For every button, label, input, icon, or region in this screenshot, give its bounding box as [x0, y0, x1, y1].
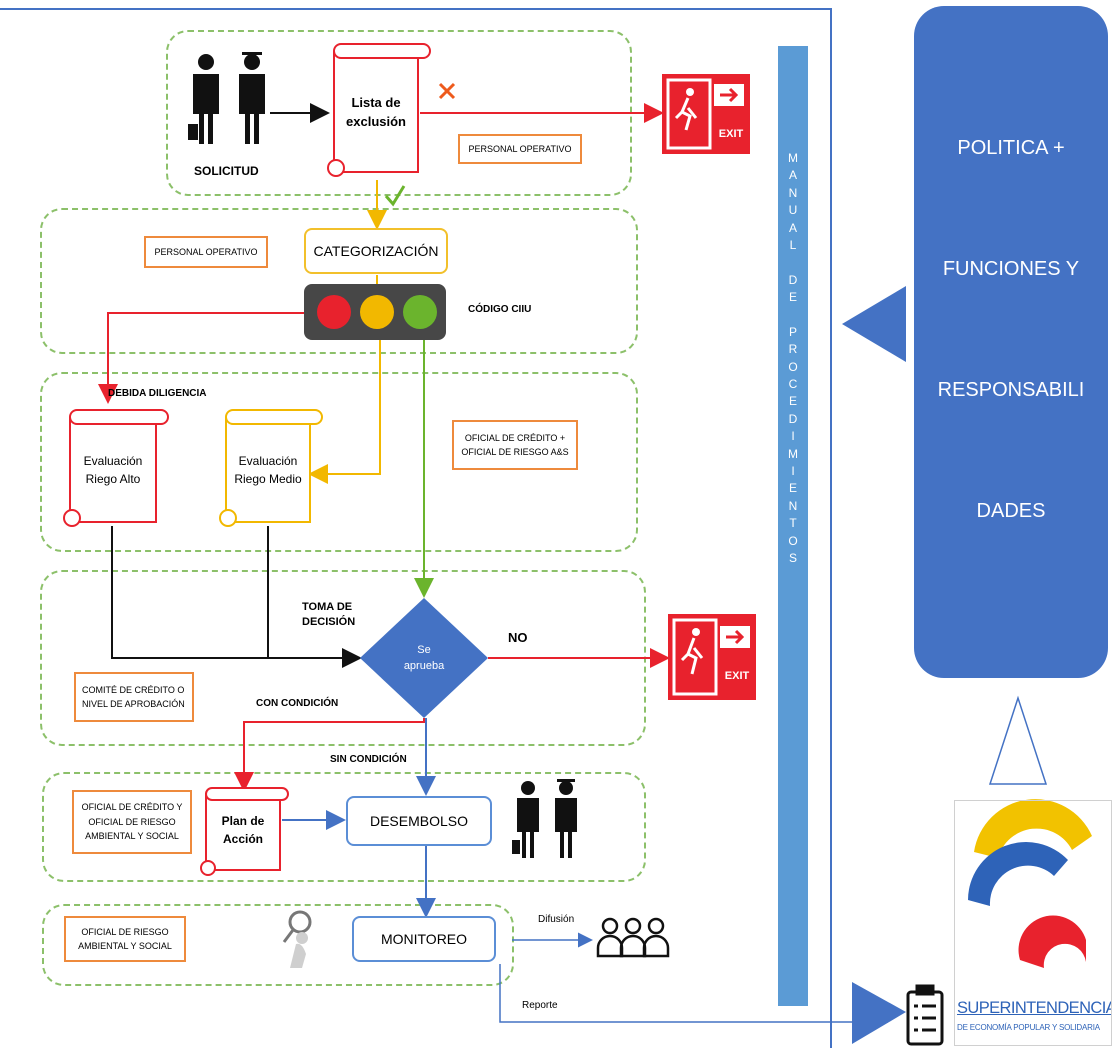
manual-letter: C: [788, 377, 798, 392]
approve-check-icon: [384, 185, 406, 207]
manual-letter: I: [791, 464, 795, 479]
manual-letter: I: [791, 429, 795, 444]
zone-desembolso: [42, 772, 646, 882]
exit-label-2: EXIT: [724, 670, 750, 682]
traffic-light: [304, 284, 446, 340]
manual-letter: O: [788, 359, 798, 374]
manual-letter: U: [788, 203, 798, 218]
group-icon: [596, 917, 670, 958]
monitoreo-box: MONITOREO: [352, 916, 496, 962]
sin-condicion-label: SIN CONDICIÓN: [330, 754, 407, 765]
arrow-up-triangle: [988, 695, 1048, 785]
manual-letter: N: [788, 498, 798, 513]
eval-medio-text: Evaluación Riego Medio: [234, 454, 302, 486]
se-aprueba-text: Se aprueba: [403, 643, 445, 673]
manual-letter: O: [788, 533, 798, 548]
manual-letter: P: [788, 324, 797, 339]
no-label: NO: [508, 630, 528, 645]
manual-letter: D: [788, 272, 798, 287]
con-condicion-label: CON CONDICIÓN: [256, 698, 339, 709]
scroll-eval-alto: [63, 409, 169, 527]
policy-line-3: RESPONSABILI: [937, 379, 1085, 401]
solicitud-label: SOLICITUD: [194, 164, 259, 178]
line-reporte: [499, 964, 888, 1023]
plan-accion-text: Plan de Acción: [221, 814, 265, 846]
reject-x-icon: [438, 82, 456, 100]
manual-letter: M: [788, 151, 798, 165]
policy-line-1: POLITICA +: [957, 137, 1065, 159]
role-personal-operativo-1: PERSONAL OPERATIVO: [458, 134, 582, 164]
desembolso-box: DESEMBOLSO: [346, 796, 492, 846]
role-oficial-credito-ambiental: OFICIAL DE CRÉDITO Y OFICIAL DE RIESGO A…: [72, 790, 192, 854]
exit-sign-icon-1: [662, 74, 750, 154]
categorizacion-box: CATEGORIZACIÓN: [304, 228, 448, 274]
zone-categorizacion: [40, 208, 638, 354]
manual-letter: R: [788, 342, 798, 357]
exit-label-1: EXIT: [718, 128, 744, 140]
logo-subtitle: DE ECONOMÍA POPULAR Y SOLIDARIA: [957, 1023, 1100, 1032]
scroll-eval-medio: [219, 409, 323, 527]
manual-letter: T: [789, 516, 797, 531]
people-icon-desembolso: [512, 779, 577, 858]
decision-diamond: [360, 598, 488, 718]
zone-debida-diligencia: [40, 372, 638, 552]
toma-decision-label: TOMA DE DECISIÓN: [302, 601, 356, 629]
policy-line-4: DADES: [976, 500, 1046, 522]
clipboard-icon: [906, 984, 944, 1046]
arrow-yellow-to-medio: [308, 340, 381, 484]
manual-letter: E: [788, 481, 797, 496]
arrow-red-to-alto: [98, 312, 334, 404]
policy-line-2: FUNCIONES Y: [942, 258, 1080, 280]
magnifier-figure-icon: [282, 910, 312, 968]
manual-letter: N: [788, 185, 798, 200]
manual-letter: A: [788, 220, 797, 235]
manual-letter: E: [788, 290, 797, 305]
manual-letter: A: [788, 168, 797, 183]
role-personal-operativo-2: PERSONAL OPERATIVO: [144, 236, 268, 268]
reporte-label: Reporte: [522, 1000, 558, 1011]
arrow-alto-to-decision: [111, 526, 362, 668]
superintendencia-logo-mark: [968, 799, 1092, 968]
scroll-plan-accion: [200, 787, 289, 876]
scroll-lista-exclusion: [327, 43, 431, 177]
codigo-ciiu-label: CÓDIGO CIIU: [468, 304, 532, 315]
debida-diligencia-label: DEBIDA DILIGENCIA: [108, 388, 207, 399]
policy-panel: POLITICA + FUNCIONES Y RESPONSABILI DADE…: [914, 6, 1108, 678]
arrow-right-triangle: [852, 982, 906, 1044]
lista-exclusion-text: Lista de exclusión: [346, 94, 406, 130]
arrow-con-condicion: [234, 718, 425, 792]
manual-letter: E: [788, 394, 797, 409]
manual-letter: L: [789, 237, 797, 252]
main-frame: [0, 8, 832, 1048]
logo-name: SUPERINTENDENCIA: [957, 999, 1112, 1017]
manual-letter: D: [788, 411, 798, 426]
eval-alto-text: Evaluación Riego Alto: [83, 454, 143, 486]
manual-letter: M: [788, 446, 798, 461]
difusion-label: Difusión: [538, 914, 575, 925]
logo-box: SUPERINTENDENCIA DE ECONOMÍA POPULAR Y S…: [954, 800, 1112, 1046]
arrow-left-triangle: [842, 286, 906, 362]
exit-sign-icon-2: [668, 614, 756, 700]
people-icon-solicitud: [188, 52, 265, 144]
role-oficial-credito-riesgo: OFICIAL DE CRÉDITO + OFICIAL DE RIESGO A…: [452, 420, 578, 470]
role-comite-credito: COMITÉ DE CRÉDITO O NIVEL DE APROBACIÓN: [74, 672, 194, 722]
zone-monitoreo: [42, 904, 514, 986]
manual-letter: S: [788, 550, 797, 565]
role-oficial-riesgo-ambiental: OFICIAL DE RIESGO AMBIENTAL Y SOCIAL: [64, 916, 186, 962]
